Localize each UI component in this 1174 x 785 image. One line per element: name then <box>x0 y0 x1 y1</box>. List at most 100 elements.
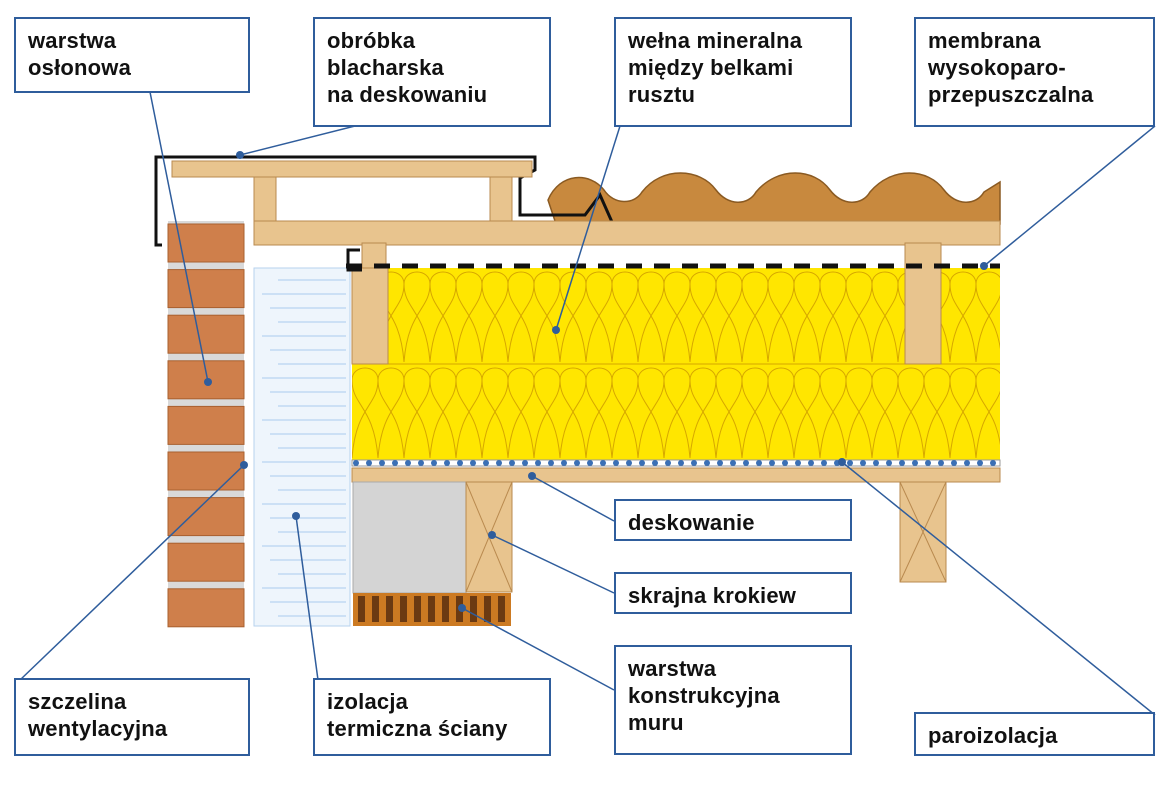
wool-fiber-loop <box>377 367 405 459</box>
vapour-barrier-dot <box>379 460 385 466</box>
wool-fiber-loop <box>845 271 873 363</box>
label-structural-wall-line2: konstrukcyjna <box>628 683 780 708</box>
vapour-barrier-dot <box>795 460 801 466</box>
leader-line <box>531 475 615 522</box>
brick <box>167 588 245 628</box>
label-wall-insulation: izolacja termiczna ściany <box>313 678 551 756</box>
wool-fiber-loop <box>871 271 899 363</box>
vapour-barrier-dot <box>743 460 749 466</box>
grey-wall-block <box>352 481 467 594</box>
wool-fiber-loop <box>403 367 431 459</box>
vapour-barrier-dot <box>626 460 632 466</box>
vapour-barrier-dot <box>938 460 944 466</box>
wall-cavity <box>484 596 491 622</box>
vapour-barrier-dot <box>418 460 424 466</box>
batten-left <box>253 176 277 222</box>
label-outer-layer-line1: warstwa <box>28 28 117 53</box>
leader-line <box>19 464 245 681</box>
brick <box>167 451 245 491</box>
wall-cavity <box>358 596 365 622</box>
right-rafter-cross-b <box>899 481 947 583</box>
vapour-barrier-dot <box>964 460 970 466</box>
vapour-barrier-dot <box>431 460 437 466</box>
wool-fiber-loop <box>637 271 665 363</box>
wool-fiber-loop <box>455 271 483 363</box>
label-boarding-line1: deskowanie <box>628 510 755 535</box>
vapour-barrier-dot <box>535 460 541 466</box>
label-ventilation-gap: szczelina wentylacyjna <box>14 678 250 756</box>
wool-fiber-loop <box>533 367 561 459</box>
label-wall-insulation-line1: izolacja <box>327 689 409 714</box>
wool-fiber-loop <box>689 367 717 459</box>
brick <box>167 223 245 263</box>
label-flashing: obróbka blacharska na deskowaniu <box>313 17 551 127</box>
leader-dot <box>458 604 466 612</box>
vapour-barrier-dot <box>691 460 697 466</box>
vapour-barrier-dot <box>561 460 567 466</box>
vapour-barrier-dot <box>665 460 671 466</box>
wool-fiber-loop <box>507 367 535 459</box>
wall-cavity <box>442 596 449 622</box>
leader-dot <box>204 378 212 386</box>
wool-fiber-loop <box>352 367 379 459</box>
batten-right <box>489 176 513 222</box>
vapour-barrier-dot <box>769 460 775 466</box>
wool-fiber-loop <box>637 367 665 459</box>
leader-line <box>295 515 319 681</box>
leader-dot <box>292 512 300 520</box>
wool-fiber-loop <box>949 367 977 459</box>
label-flashing-line3: na deskowaniu <box>327 82 488 107</box>
wall-cavity <box>498 596 505 622</box>
brick <box>167 405 245 445</box>
vapour-barrier-dot <box>509 460 515 466</box>
vapour-barrier-dot <box>587 460 593 466</box>
mineral-wool-pattern <box>352 271 1000 459</box>
wool-fiber-loop <box>819 271 847 363</box>
sheathing-board <box>253 220 1001 246</box>
vapour-barrier-dot <box>405 460 411 466</box>
upper-boarding <box>171 160 533 178</box>
wool-fiber-loop <box>897 367 925 459</box>
label-edge-rafter: skrajna krokiew <box>614 572 852 614</box>
label-boarding: deskowanie <box>614 499 852 541</box>
leader-dot <box>980 262 988 270</box>
vapour-barrier-band <box>351 459 1001 467</box>
vapour-barrier-dot <box>977 460 983 466</box>
wool-fiber-loop <box>975 367 1000 459</box>
label-membrane-line1: membrana <box>928 28 1041 53</box>
wool-fiber-loop <box>767 367 795 459</box>
membrane-end <box>346 248 362 272</box>
label-ventilation-gap-line2: wentylacyjna <box>28 716 168 741</box>
wool-fiber-loop <box>481 271 509 363</box>
vapour-barrier-dot <box>925 460 931 466</box>
wool-fiber-loop <box>975 271 1000 363</box>
wool-fiber-loop <box>481 367 509 459</box>
vapour-barrier-dot <box>600 460 606 466</box>
label-outer-layer: warstwa osłonowa <box>14 17 250 93</box>
wool-fiber-loop <box>871 367 899 459</box>
brick <box>167 497 245 537</box>
brick <box>167 542 245 582</box>
brick-outer-layer <box>167 221 245 628</box>
wool-fiber-loop <box>455 367 483 459</box>
label-structural-wall-line3: muru <box>628 710 684 735</box>
wool-fiber-loop <box>611 271 639 363</box>
vapour-barrier-dot <box>483 460 489 466</box>
vapour-barrier-dot <box>639 460 645 466</box>
leader-line <box>239 125 356 156</box>
wall-cavity <box>372 596 379 622</box>
vapour-barrier-dot <box>730 460 736 466</box>
vapour-barrier-dot <box>613 460 619 466</box>
vapour-barrier-dot <box>808 460 814 466</box>
label-edge-rafter-line1: skrajna krokiew <box>628 583 797 608</box>
label-membrane-line3: przepuszczalna <box>928 82 1094 107</box>
vapour-barrier-dot <box>821 460 827 466</box>
vapour-barrier-dot <box>951 460 957 466</box>
vapour-barrier-dot <box>886 460 892 466</box>
vapour-barrier-dot <box>548 460 554 466</box>
wool-fiber-loop <box>585 367 613 459</box>
leader-dot <box>240 461 248 469</box>
label-membrane-line2: wysokoparo- <box>928 55 1066 80</box>
